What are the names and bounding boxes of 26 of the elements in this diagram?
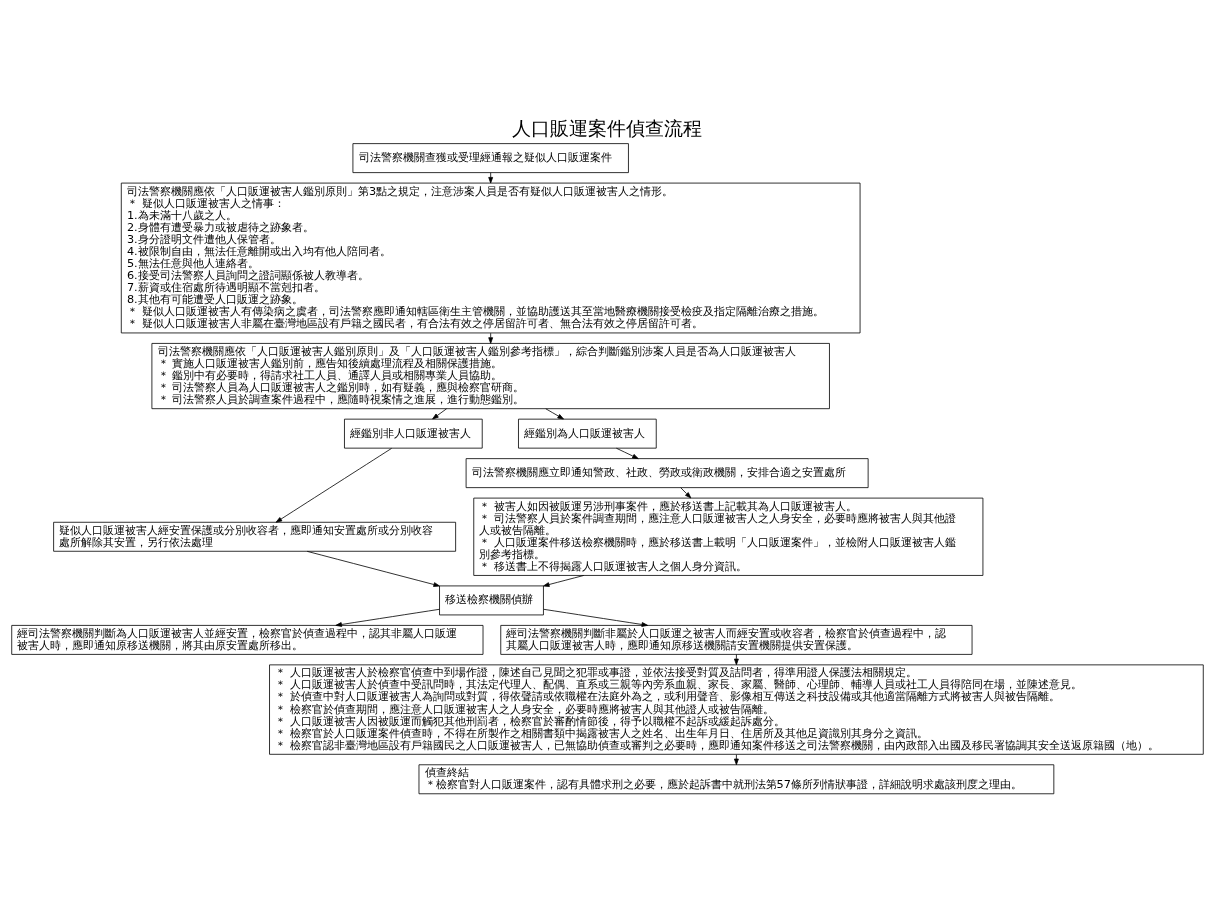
arrow xyxy=(543,575,585,587)
node-box: 司法警察機關應依「人口販運被害人鑑別原則」及「人口販運被害人鑑別參考指標」，綜合判斷鑑別涉案人員是否為人口販運被害人 ＊ 實施人口販運被害人鑑別前，應告知後續處理流程及相關保護措施。 ＊ 鑑別中有必要時，得請求社工人員、通譯人員或相關專業人員協助。 ＊ 司法警察人員為人口販運被害人之鑑別時，如有疑義，應與檢察官研商。 ＊ 司法警察人員於調查案件過程中，應隨時視案情之進展，進行動態鑑別。 xyxy=(151,343,830,410)
diagram-title: 人口販運案件偵查流程 xyxy=(512,116,703,140)
arrow xyxy=(734,654,739,666)
arrow xyxy=(734,754,739,766)
arrow xyxy=(335,608,440,627)
node-box: 疑似人口販運被害人經安置保護或分別收容者，應即通知安置處所或分別收容處所解除其安置，另行依法處理 xyxy=(53,521,457,552)
node-box: 經鑑別為人口販運被害人 xyxy=(518,418,657,449)
arrow xyxy=(432,408,447,420)
arrow xyxy=(306,550,440,587)
node-box: 經司法警察機關判斷非屬於人口販運之被害人而經安置或收容者，檢察官於偵查過程中，認其屬人口販運被害人時，應即通知原移送機關請安置機關提供安置保護。 xyxy=(500,625,973,655)
node-box: ＊ 被害人如因被販運另涉刑事案件，應於移送書上記載其為人口販運被害人。 ＊ 司法警察人員於案件調查期間，應注意人口販運被害人之人身安全，必要時應將被害人與其他證人或被告隔離。 ＊ 人口販運案件移送檢察機關時，應於移送書上載明「人口販運案件」，並檢附人口販運被害人鑑別參考指標。 ＊ 移送書上不得揭露人口販運被害人之個人身分資訊。 xyxy=(473,497,984,576)
node-box: 移送檢察機關偵辦 xyxy=(439,585,544,616)
arrow xyxy=(615,447,639,460)
node-box: 偵查終結 ＊檢察官對人口販運案件，認有具體求刑之必要，應於起訴書中就刑法第57條所列情狀事證，詳細說明求處該刑度之理由。 xyxy=(418,764,1055,795)
arrow xyxy=(488,172,494,184)
arrow xyxy=(545,408,564,420)
arrow xyxy=(275,447,392,523)
node-box: 司法警察機關查獲或受理經通報之疑似人口販運案件 xyxy=(352,143,629,174)
node-box: 司法警察機關應立即通知警政、社政、勞政或衛政機關，安排合適之安置處所 xyxy=(465,458,869,489)
node-box: 司法警察機關應依「人口販運被害人鑑別原則」第3點之規定，注意涉案人員是否有疑似人口販運被害人之情形。 ＊ 疑似人口販運被害人之情事： 1.為未滿十八歲之人。 2.身體有遭受暴力或被虐待之跡象者。 3.身分證明文件遭他人保管者。 4.被限制自由，無法任意離開或出入均有他人陪同者。 5.無法任意與他人連絡者。 6.接受司法警察人員詢問之證詞顯係被人教導者。 7.薪資或住宿處所待遇明顯不當剋扣者。 8.其他有可能遭受人口販運之跡象。 ＊ 疑似人口販運被害人有傳染病之虞者，司法警察應即通知轄區衛生主管機關，並協助護送其至當地醫療機關接受檢疫及指定隔離治療之措施。 ＊ 疑似人口販運被害人非屬在臺灣地區設有戶籍之國民者，有合法有效之停居留許可者、無合法有效之停居留許可者。 xyxy=(120,182,861,334)
arrow xyxy=(543,608,648,627)
node-box: ＊ 人口販運被害人於檢察官偵查中到場作證，陳述自己見聞之犯罪或事證，並依法接受對質及詰問者，得準用證人保護法相關規定。 ＊ 人口販運被害人於偵查中受訊問時，其法定代理人、配偶、直系或三親等內旁系血親、家長、家屬、醫師、心理師、輔導人員或社工人員得陪同在場，並陳述意見。 ＊ 於偵查中對人口販運被害人為詢問或對質，得依聲請或依職權在法庭外為之，或利用聲音、影像相互傳送之科技設備或其他適當隔離方式將被害人與被告隔離。 ＊ 檢察官於偵查期間，應注意人口販運被害人之人身安全，必要時應將被害人與其他證人或被告隔離。 ＊ 人口販運被害人因被販運而觸犯其他刑罰者，檢察官於審酌情節後，得予以職權不起訴或緩起訴處分。 ＊ 檢察官於人口販運案件偵查時，不得在所製作之相關書類中揭露被害人之姓名、出生年月日、住居所及其他足資識別其身分之資訊。 ＊ 檢察官認非臺灣地區設有戶籍國民之人口販運被害人，已無協助偵查或審判之必要時，應即通知案件移送之司法警察機關，由內政部入出國及移民署協調其安全送返原籍國（地）。 xyxy=(269,664,1204,755)
node-box: 經司法警察機關判斷為人口販運被害人並經安置，檢察官於偵查過程中，認其非屬人口販運被害人時，應即通知原移送機關，將其由原安置處所移出。 xyxy=(11,625,484,655)
node-box: 經鑑別非人口販運被害人 xyxy=(344,418,483,449)
arrow xyxy=(488,332,494,344)
